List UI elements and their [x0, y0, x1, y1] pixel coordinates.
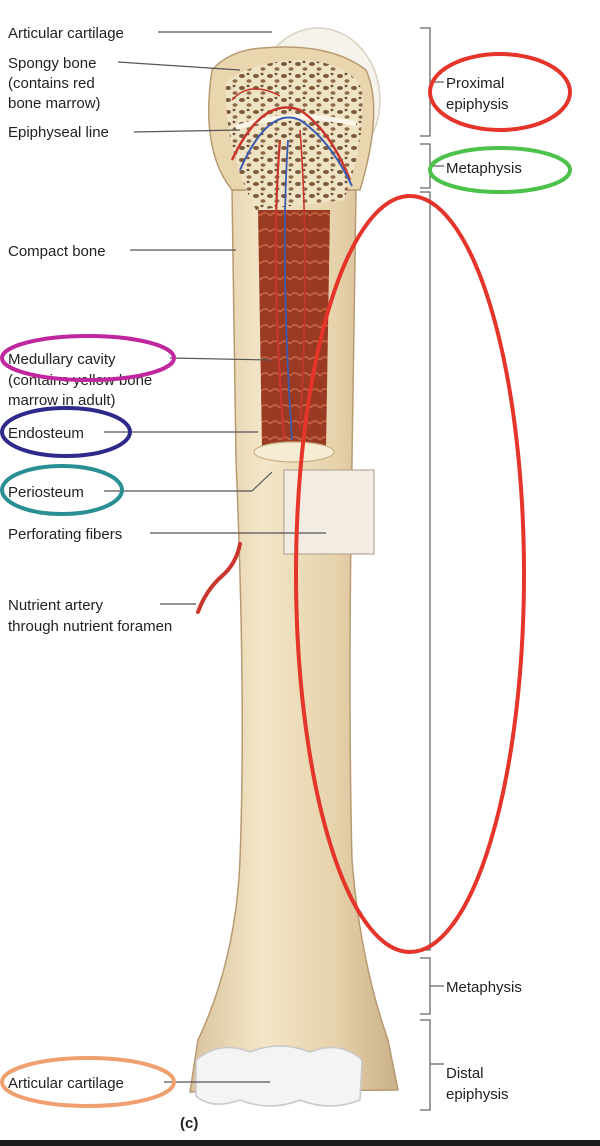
label-distal-epiphysis-2: epiphysis — [446, 1086, 509, 1103]
bracket-diaphysis — [420, 191, 431, 951]
panel-label: (c) — [180, 1115, 198, 1132]
label-spongy-bone: Spongy bone — [8, 55, 96, 72]
label-proximal-epiphysis-2: epiphysis — [446, 96, 509, 113]
label-nutrient-artery: Nutrient artery — [8, 597, 104, 614]
highlight-medullary-cavity — [0, 334, 176, 382]
label-articular-cartilage-top: Articular cartilage — [8, 25, 124, 42]
medullary-cavity — [258, 210, 330, 448]
bottom-edge-bar — [0, 1140, 600, 1146]
highlight-proximal-epiphysis — [428, 52, 572, 132]
bone-shaft — [189, 189, 399, 1093]
label-metaphysis-top: Metaphysis — [446, 160, 522, 177]
label-medullary-cavity: Medullary cavity — [8, 351, 116, 368]
distal-articular-cartilage — [195, 1045, 363, 1107]
highlight-metaphysis — [428, 146, 572, 194]
label-nutrient-artery-note: through nutrient foramen — [8, 618, 172, 635]
right-labels: Proximal epiphysis Metaphysis Metaphysis… — [446, 75, 522, 1103]
label-perforating-fibers: Perforating fibers — [8, 526, 122, 543]
label-endosteum: Endosteum — [8, 425, 84, 442]
bracket-metaphysis-top — [420, 143, 431, 189]
label-spongy-bone-note-2: bone marrow) — [8, 95, 101, 112]
left-labels: Articular cartilage Spongy bone (contain… — [8, 25, 172, 1092]
label-medullary-cavity-note-2: marrow in adult) — [8, 392, 116, 409]
label-distal-epiphysis-1: Distal — [446, 1065, 484, 1082]
label-spongy-bone-note-1: (contains red — [8, 75, 95, 92]
label-compact-bone: Compact bone — [8, 243, 106, 260]
label-periosteum: Periosteum — [8, 484, 84, 501]
highlight-annotations — [0, 52, 572, 1108]
highlight-articular-cartilage — [0, 1056, 176, 1108]
label-proximal-epiphysis-1: Proximal — [446, 75, 504, 92]
highlight-endosteum — [0, 406, 132, 458]
leader-lines — [104, 31, 326, 1083]
label-articular-cartilage-bottom: Articular cartilage — [8, 1075, 124, 1092]
bracket-proximal-epiphysis — [420, 27, 431, 137]
blood-vessels — [230, 88, 353, 441]
spongy-bone — [225, 60, 363, 210]
nutrient-artery — [196, 542, 242, 614]
bracket-distal-epiphysis — [420, 1019, 431, 1111]
shaft-cut-face — [253, 441, 335, 463]
label-epiphyseal-line: Epiphyseal line — [8, 124, 109, 141]
highlight-periosteum — [0, 464, 124, 516]
bone-illustration — [189, 27, 399, 1107]
highlight-diaphysis — [294, 194, 526, 954]
bracket-metaphysis-bottom — [420, 957, 431, 1015]
label-metaphysis-bottom: Metaphysis — [446, 979, 522, 996]
